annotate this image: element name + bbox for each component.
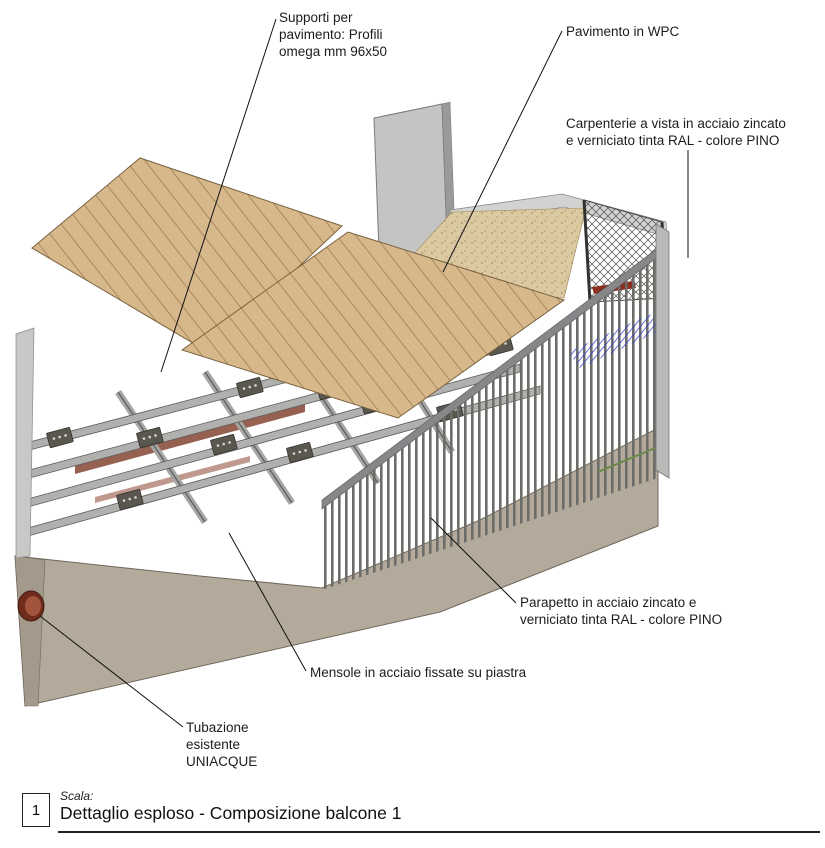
existing-pipe: [17, 590, 45, 622]
leader-lines: [39, 18, 689, 728]
annotation-carpenterie: Carpenterie a vista in acciaio zincato e…: [566, 116, 786, 148]
green-edge: [597, 447, 656, 473]
annotation-parapetto: Parapetto in acciaio zincato e verniciat…: [520, 595, 723, 627]
left-wall-strip: [15, 327, 35, 559]
wood-deck-left: [31, 157, 343, 353]
annotation-tubazione: Tubazione esistente UNIACQUE: [186, 720, 258, 769]
annotation-mensole: Mensole in acciaio fissate su piastra: [310, 665, 527, 680]
scale-label: Scala:: [60, 789, 94, 803]
annotation-supporti: Supporti per pavimento: Profili omega mm…: [279, 10, 388, 59]
annotation-pavimento: Pavimento in WPC: [566, 24, 680, 39]
balcony-end-cap: [655, 223, 670, 479]
detail-number-box: 1: [22, 793, 50, 827]
wood-deck-center: [180, 231, 566, 419]
detail-number: 1: [31, 801, 41, 819]
blue-hatch-detail: [568, 314, 662, 368]
title-underline: [58, 831, 820, 833]
drawing-title: Dettaglio esploso - Composizione balcone…: [60, 803, 402, 823]
